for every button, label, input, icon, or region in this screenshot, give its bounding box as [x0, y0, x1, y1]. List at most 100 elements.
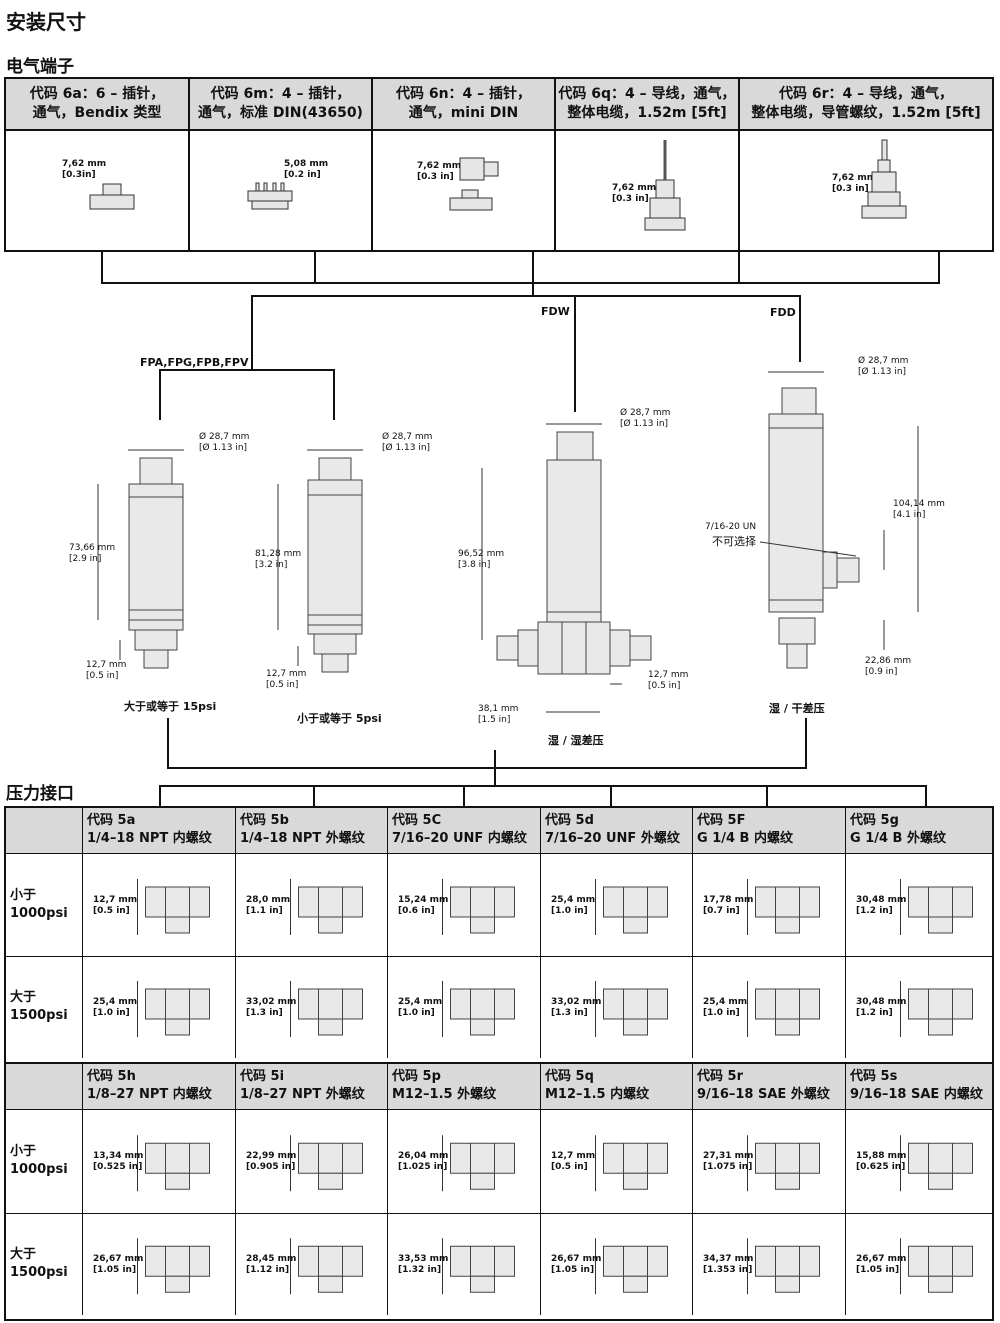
- s3-port: 12,7 mm [0.5 in]: [648, 670, 689, 691]
- pressure-header-row: 代码 5h 1/8–27 NPT 内螺纹代码 5i 1/8–27 NPT 外螺纹…: [6, 1064, 992, 1110]
- fitting-dimension: 25,4 mm [1.0 in]: [398, 997, 443, 1018]
- fitting-cell: 27,31 mm [1.075 in]: [692, 1110, 845, 1213]
- fitting-drawing: [290, 1237, 363, 1294]
- fitting-drawing: [747, 1237, 820, 1294]
- fitting-dimension: 26,67 mm [1.05 in]: [551, 1253, 602, 1275]
- elec-col-6a: 代码 6a：6 – 插针， 通气，Bendix 类型 7,62 mm [0.3i…: [6, 79, 190, 250]
- s2-diameter: Ø 28,7 mm [Ø 1.13 in]: [382, 432, 433, 453]
- pressure-code-bot-5: 代码 5s 9/16–18 SAE 内螺纹: [845, 1064, 998, 1109]
- fitting-dimension: 17,78 mm [0.7 in]: [703, 895, 754, 916]
- fitting-dimension: 30,48 mm [1.2 in]: [856, 895, 907, 916]
- fitting-dimension: 33,53 mm [1.32 in]: [398, 1253, 449, 1275]
- s2-caption: 小于或等于 5psi: [297, 712, 382, 725]
- fitting-drawing: [290, 1135, 363, 1192]
- fitting-drawing: [137, 879, 210, 935]
- fitting-cell: 25,4 mm [1.0 in]: [540, 854, 693, 956]
- electrical-section-title: 电气端子: [6, 57, 74, 77]
- pressure-code-top-5: 代码 5g G 1/4 B 外螺纹: [845, 808, 998, 853]
- connector-6r-drawing: [861, 139, 907, 219]
- fitting-cell: 30,48 mm [1.2 in]: [845, 956, 998, 1058]
- fitting-drawing: [442, 1135, 515, 1192]
- pressure-code-bot-1: 代码 5i 1/8–27 NPT 外螺纹: [235, 1064, 388, 1109]
- s1-caption: 大于或等于 15psi: [124, 700, 217, 713]
- connector-6q-drawing: [644, 140, 686, 231]
- row-label-more: 大于 1500psi: [10, 1246, 68, 1280]
- fitting-drawing: [747, 981, 820, 1037]
- fitting-cell: 33,02 mm [1.3 in]: [540, 956, 693, 1058]
- s4-optional: 不可选择: [712, 535, 756, 548]
- s3-diameter: Ø 28,7 mm [Ø 1.13 in]: [620, 408, 671, 429]
- pressure-code-top-0: 代码 5a 1/4–18 NPT 内螺纹: [82, 808, 235, 853]
- elec-dim: 7,62 mm [0.3 in]: [417, 161, 462, 182]
- pressure-table-top: 代码 5a 1/4–18 NPT 内螺纹代码 5b 1/4–18 NPT 外螺纹…: [4, 806, 994, 1064]
- row-divider: [6, 1212, 992, 1214]
- fitting-dimension: 26,04 mm [1.025 in]: [398, 1151, 449, 1173]
- fitting-cell: 26,67 mm [1.05 in]: [540, 1212, 693, 1315]
- fitting-dimension: 22,99 mm [0.905 in]: [246, 1151, 297, 1173]
- sensor-dimension-lines: [97, 371, 919, 713]
- s4-length: 104,14 mm [4.1 in]: [893, 499, 945, 520]
- fitting-drawing: [595, 1135, 668, 1192]
- row-label-less: 小于 1000psi: [10, 1144, 68, 1178]
- fitting-cell: 34,37 mm [1.353 in]: [692, 1212, 845, 1315]
- s4-caption: 湿 / 干差压: [769, 702, 825, 715]
- fitting-dimension: 15,24 mm [0.6 in]: [398, 895, 449, 916]
- fitting-cell: 26,67 mm [1.05 in]: [82, 1212, 235, 1315]
- sensor-3-drawing: [496, 431, 652, 675]
- fitting-drawing: [747, 1135, 820, 1192]
- elec-head: 代码 6a：6 – 插针， 通气，Bendix 类型: [6, 79, 188, 131]
- fitting-cell: 25,4 mm [1.0 in]: [387, 956, 540, 1058]
- elec-dim: 5,08 mm [0.2 in]: [284, 159, 329, 180]
- sensor-1-drawing: [128, 457, 184, 669]
- s4-port: 22,86 mm [0.9 in]: [865, 656, 912, 677]
- sensor-4-drawing: [768, 387, 860, 669]
- s2-length: 81,28 mm [3.2 in]: [255, 549, 302, 570]
- fitting-drawing: [900, 981, 973, 1037]
- fitting-cell: 22,99 mm [0.905 in]: [235, 1110, 388, 1213]
- elec-col-6n: 代码 6n：4 – 插针， 通气，mini DIN 7,62 mm [0.3 i…: [373, 79, 556, 250]
- elec-col-6m: 代码 6m：4 – 插针， 通气，标准 DIN(43650) 5,08 mm […: [190, 79, 373, 250]
- elec-dim: 7,62 mm [0.3 in]: [832, 173, 877, 194]
- fitting-cell: 28,0 mm [1.1 in]: [235, 854, 388, 956]
- s2-port: 12,7 mm [0.5 in]: [266, 669, 307, 690]
- s4-diameter: Ø 28,7 mm [Ø 1.13 in]: [858, 356, 909, 377]
- fitting-drawing: [137, 1237, 210, 1294]
- fitting-drawing: [595, 1237, 668, 1294]
- group-label-fpa: FPA,FPG,FPB,FPV: [140, 356, 249, 369]
- pressure-code-top-4: 代码 5F G 1/4 B 内螺纹: [692, 808, 845, 853]
- fitting-drawing: [442, 1237, 515, 1294]
- fitting-drawing: [900, 1237, 973, 1294]
- page-title: 安装尺寸: [6, 10, 86, 34]
- elec-dim: 7,62 mm [0.3 in]: [612, 183, 657, 204]
- fitting-drawing: [595, 981, 668, 1037]
- fitting-cell: 25,4 mm [1.0 in]: [692, 956, 845, 1058]
- fitting-dimension: 30,48 mm [1.2 in]: [856, 997, 907, 1018]
- elec-head: 代码 6q：4 – 导线，通气， 整体电缆，1.52m [5ft]: [556, 79, 738, 131]
- pressure-code-top-2: 代码 5C 7/16–20 UNF 内螺纹: [387, 808, 540, 853]
- pressure-code-bot-2: 代码 5p M12–1.5 外螺纹: [387, 1064, 540, 1109]
- fitting-drawing: [595, 879, 668, 935]
- fitting-cell: 17,78 mm [0.7 in]: [692, 854, 845, 956]
- fitting-cell: 26,67 mm [1.05 in]: [845, 1212, 998, 1315]
- connector-6a-drawing: [89, 183, 135, 210]
- connector-6m-drawing: [247, 182, 293, 210]
- fitting-dimension: 26,67 mm [1.05 in]: [93, 1253, 144, 1275]
- pressure-code-top-1: 代码 5b 1/4–18 NPT 外螺纹: [235, 808, 388, 853]
- fitting-dimension: 25,4 mm [1.0 in]: [703, 997, 748, 1018]
- fitting-dimension: 33,02 mm [1.3 in]: [246, 997, 297, 1018]
- fitting-dimension: 25,4 mm [1.0 in]: [93, 997, 138, 1018]
- fitting-cell: 33,53 mm [1.32 in]: [387, 1212, 540, 1315]
- fitting-dimension: 27,31 mm [1.075 in]: [703, 1151, 754, 1173]
- pressure-table-bottom: 代码 5h 1/8–27 NPT 内螺纹代码 5i 1/8–27 NPT 外螺纹…: [4, 1062, 994, 1321]
- fitting-drawing: [442, 981, 515, 1037]
- fitting-cell: 13,34 mm [0.525 in]: [82, 1110, 235, 1213]
- row-divider: [6, 956, 992, 957]
- group-label-fdd: FDD: [770, 306, 796, 319]
- s1-diameter: Ø 28,7 mm [Ø 1.13 in]: [199, 432, 250, 453]
- fitting-cell: 28,45 mm [1.12 in]: [235, 1212, 388, 1315]
- fitting-dimension: 15,88 mm [0.625 in]: [856, 1151, 907, 1173]
- fitting-drawing: [137, 981, 210, 1037]
- fitting-dimension: 12,7 mm [0.5 in]: [93, 895, 138, 916]
- elec-head: 代码 6r：4 – 导线，通气， 整体电缆，导管螺纹，1.52m [5ft]: [740, 79, 992, 131]
